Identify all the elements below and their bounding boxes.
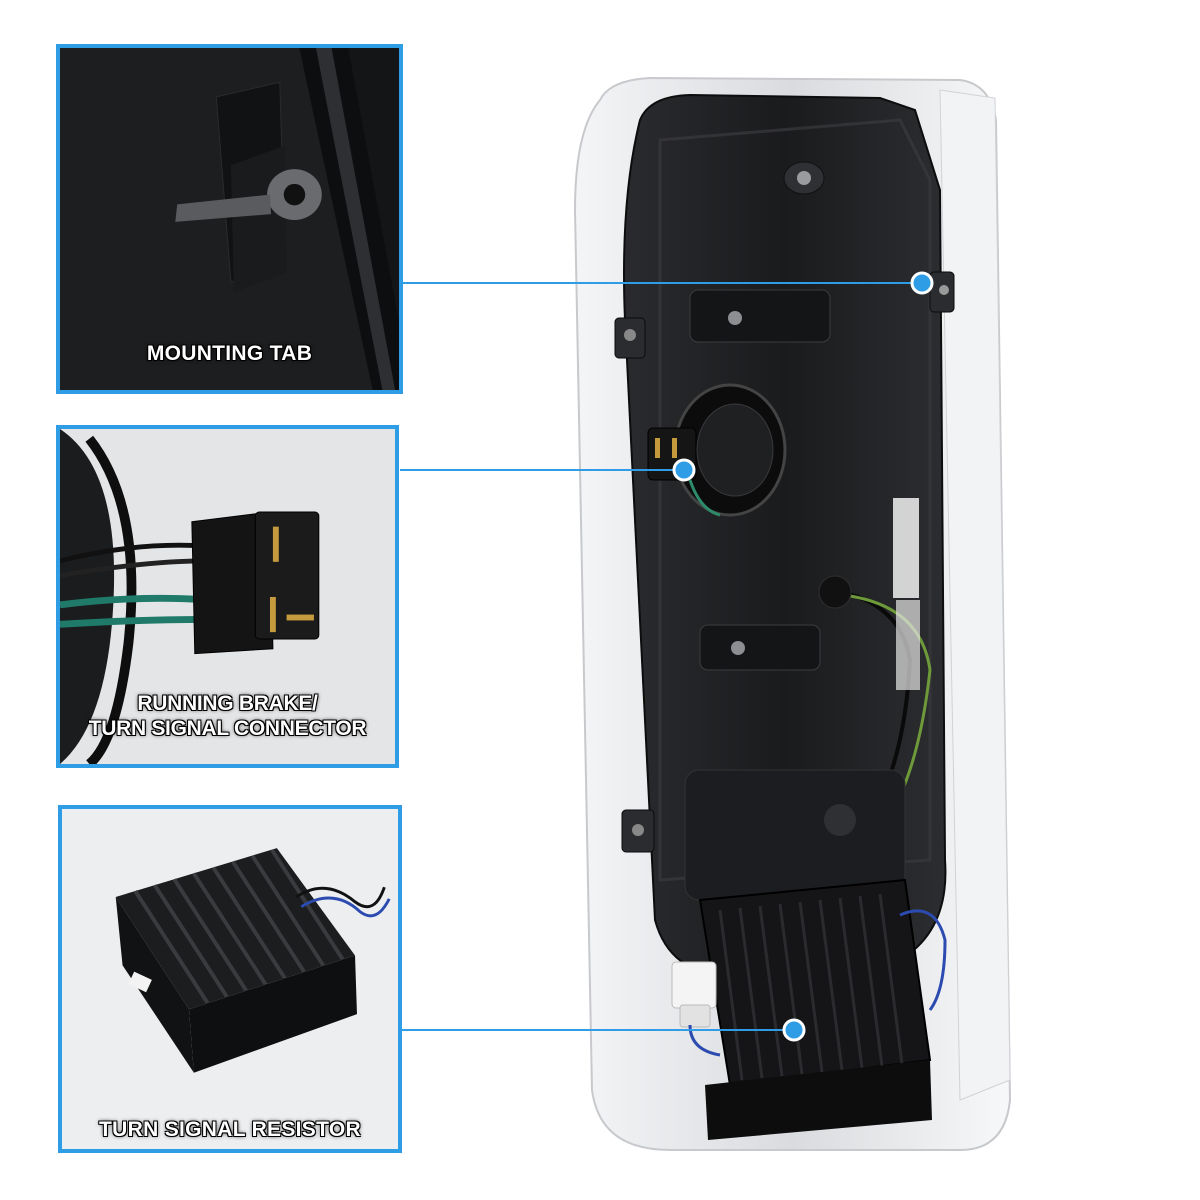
resistor-block xyxy=(698,878,932,1140)
inset-mounting-tab: MOUNTING TAB xyxy=(56,44,403,394)
connector-closeup xyxy=(60,429,395,764)
connector-label: RUNNING BRAKE/ TURN SIGNAL CONNECTOR xyxy=(60,691,395,741)
white-plug xyxy=(671,961,717,1009)
resistor-label: TURN SIGNAL RESISTOR xyxy=(99,1118,361,1141)
resistor-closeup xyxy=(62,809,398,1149)
connector-label-line2: TURN SIGNAL CONNECTOR xyxy=(88,717,367,740)
mounting-tab-closeup xyxy=(60,48,399,390)
callout-lines xyxy=(400,282,920,1031)
connector-label-line1: RUNNING BRAKE/ xyxy=(137,692,318,715)
inset-connector: RUNNING BRAKE/ TURN SIGNAL CONNECTOR xyxy=(56,425,399,768)
callout-dots xyxy=(672,271,934,1042)
mounting-tab-label: MOUNTING TAB xyxy=(146,342,313,365)
clear-edge xyxy=(939,89,1011,1101)
inset-resistor: TURN SIGNAL RESISTOR xyxy=(58,805,402,1153)
